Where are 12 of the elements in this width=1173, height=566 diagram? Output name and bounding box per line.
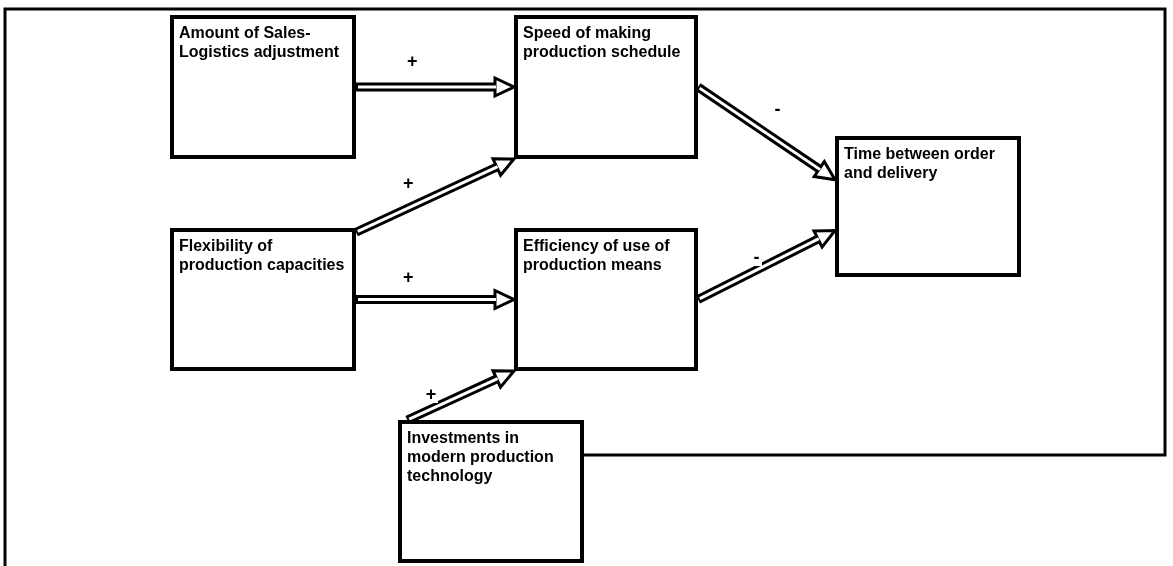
factor-box [514,228,698,371]
factor-box [835,136,1021,277]
box-text: Efficiency of use of production means [523,236,671,274]
factor-box [514,15,698,159]
box-text: Amount of Sales-Logistics adjustment [179,23,341,61]
box-text: Time between order and delivery [844,144,996,182]
box-text: Flexibility of production capacities [179,236,346,274]
factor-box [398,420,584,563]
factor-box [170,15,356,159]
factor-box [170,228,356,371]
box-text: Investments in modern production technology [407,428,555,485]
box-text: Speed of making production schedule [523,23,682,61]
